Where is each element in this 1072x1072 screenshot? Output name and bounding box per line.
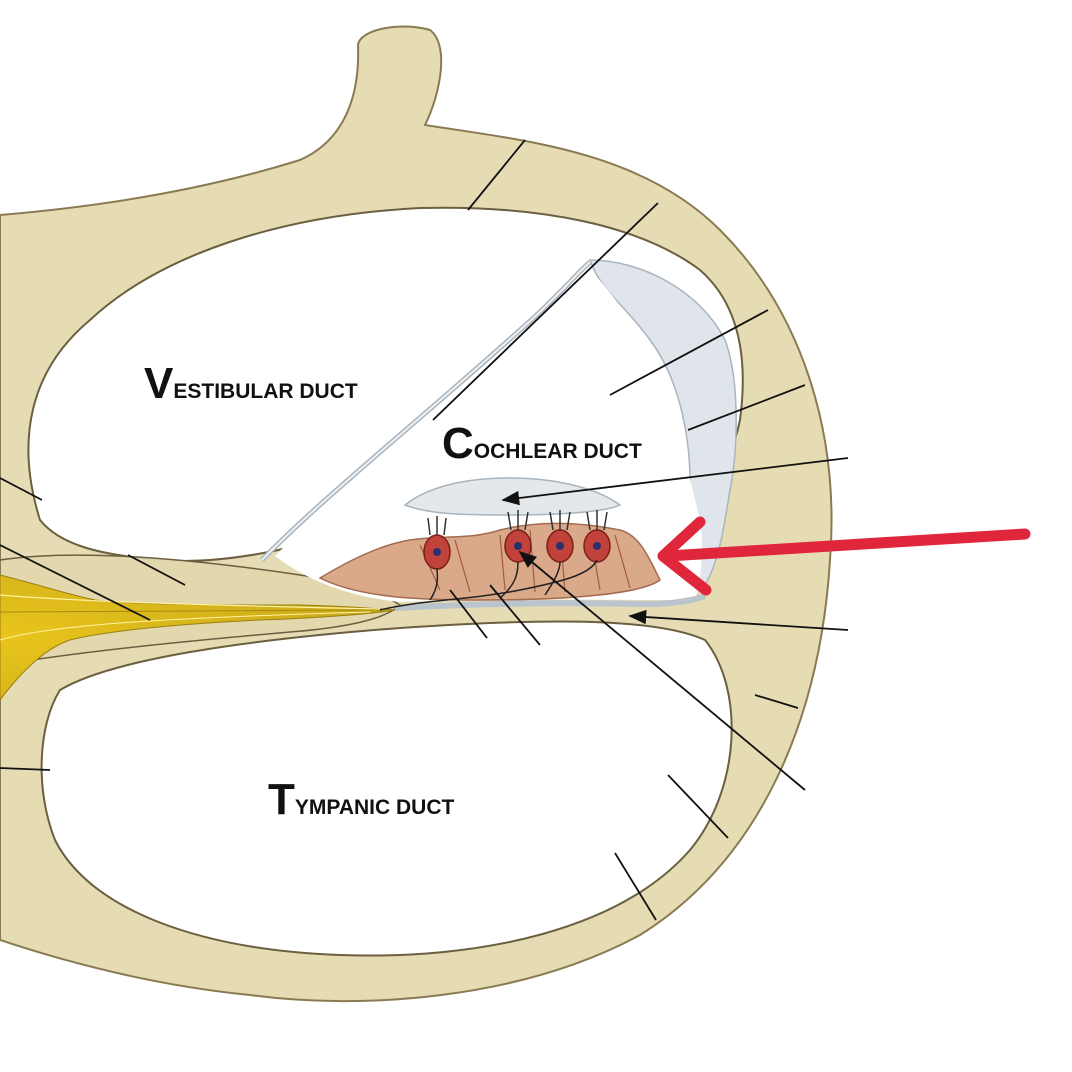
arrow-basilar-membrane xyxy=(628,609,849,631)
leader-line xyxy=(127,554,186,586)
leader-line xyxy=(667,774,729,839)
cochlear-nerve xyxy=(0,574,396,701)
leader-line xyxy=(449,589,488,639)
leader-line xyxy=(614,852,657,921)
leader-line xyxy=(0,544,151,621)
leader-line xyxy=(467,139,526,211)
leader-line xyxy=(0,767,51,771)
organ-of-corti xyxy=(318,510,661,611)
leader-lines xyxy=(0,139,849,921)
arrow-outer-hair-cell xyxy=(518,550,806,791)
leader-line xyxy=(609,309,769,396)
basilar-membrane xyxy=(394,593,707,611)
leader-line xyxy=(0,477,43,501)
cochlear-duct-cavity xyxy=(275,272,703,602)
arrow-tectorial-membrane xyxy=(501,457,849,506)
leader-line xyxy=(489,584,541,646)
tympanic-duct-cavity xyxy=(40,620,733,957)
leader-line xyxy=(432,202,659,421)
cochlear-duct-label: COCHLEAR DUCT xyxy=(442,419,642,468)
vestibular-duct-label: VESTIBULAR DUCT xyxy=(144,359,358,408)
red-pointer-arrow xyxy=(657,516,1031,596)
tympanic-duct-label: TYMPANIC DUCT xyxy=(268,775,455,824)
leader-line xyxy=(687,384,806,431)
leader-line xyxy=(754,694,799,709)
